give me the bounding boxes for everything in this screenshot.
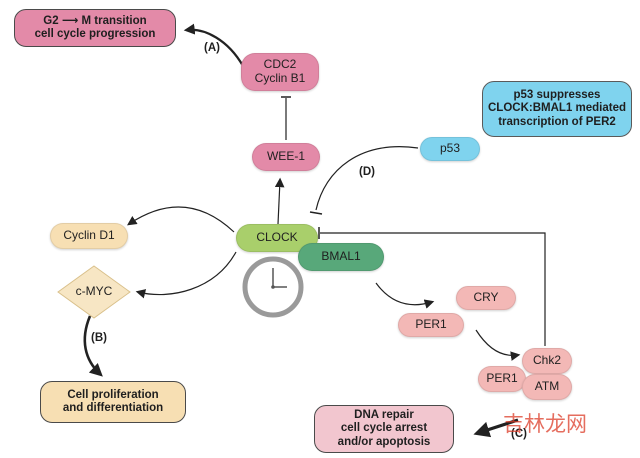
clock-icon: [242, 256, 304, 318]
cmyc-diamond-shape: [57, 265, 131, 319]
per1-node-top: PER1: [398, 313, 464, 337]
watermark-text: 吉林龙网: [503, 412, 587, 436]
arrow-clock-to-cmyc: [135, 251, 237, 299]
cyclin-d1-node: Cyclin D1: [50, 223, 128, 249]
label-a: (A): [204, 42, 220, 54]
p53-note-box: p53 suppresses CLOCK:BMAL1 mediated tran…: [482, 81, 632, 137]
chk2-node: Chk2: [522, 348, 572, 374]
bmal1-node: BMAL1: [298, 243, 384, 271]
p53-node: p53: [420, 137, 480, 161]
label-c: (C): [511, 428, 527, 440]
cdc2-cyclinb1-node: CDC2 Cyclin B1: [241, 53, 319, 91]
arrow-clock-to-cyclind1: [127, 206, 235, 233]
inhibit-bar-clock-p53: [309, 211, 323, 215]
g2m-transition-box: G2 ⟶ M transition cell cycle progression: [14, 9, 176, 47]
proliferation-box: Cell proliferation and differentiation: [40, 381, 186, 423]
cry-node: CRY: [456, 286, 516, 310]
label-d: (D): [359, 166, 375, 178]
per1-node-bottom: PER1: [478, 366, 526, 392]
label-b: (B): [91, 332, 107, 344]
atm-node: ATM: [522, 374, 572, 400]
dna-repair-box: DNA repair cell cycle arrest and/or apop…: [314, 405, 454, 453]
wee1-node: WEE-1: [252, 143, 320, 171]
inhibit-p53-clock: [315, 146, 419, 211]
arrow-cdc2-to-g2m: [183, 23, 244, 67]
arrow-cmyc-to-proliferation: [83, 315, 103, 377]
arrow-clock-to-wee1: [274, 177, 285, 225]
arrow-per1-to-chk2: [475, 329, 521, 361]
cmyc-label: c-MYC: [75, 284, 113, 299]
arrow-to-dna-repair: [473, 418, 519, 438]
inhibit-chk2-clock: [320, 232, 546, 346]
arrow-bmal1-to-cry-per1: [375, 282, 435, 309]
